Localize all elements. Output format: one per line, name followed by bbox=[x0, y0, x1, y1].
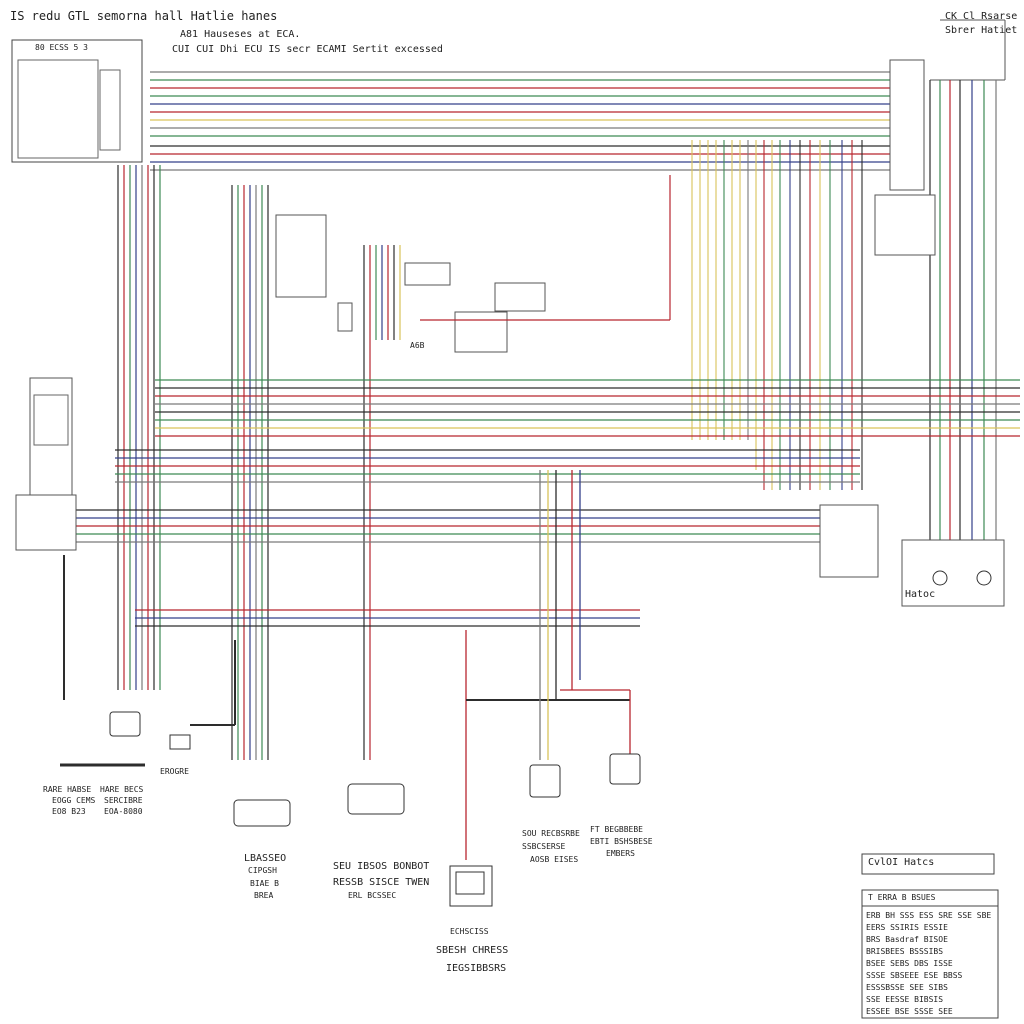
sensor8-line1: FT BEGBBEBE bbox=[590, 825, 643, 834]
connector-icon bbox=[901, 539, 1005, 607]
sensor6-line1: ECHSCISS bbox=[450, 927, 489, 936]
sensor8-line3: EMBERS bbox=[606, 849, 635, 858]
sensor-icon bbox=[449, 865, 493, 907]
ecu-module-icon bbox=[11, 39, 143, 163]
connector-icon bbox=[889, 59, 925, 191]
sensor-icon bbox=[609, 753, 641, 785]
sensor4-line3: BIAE B bbox=[250, 879, 279, 888]
connector-icon bbox=[819, 504, 879, 578]
sensor2-line2: SERCIBRE bbox=[104, 796, 143, 805]
legend-title: CvlOI Hatcs bbox=[868, 857, 935, 868]
legend-header: T ERRA B BSUES bbox=[868, 893, 936, 902]
left-box-caption: 80 ECSS 5 3 bbox=[35, 43, 88, 52]
sensor2-line3: EOA-8080 bbox=[104, 807, 143, 816]
sensor7-line3: AOSB EISES bbox=[530, 855, 579, 864]
subtitle-b: CUI CUI Dhi ECU IS secr ECAMI Sertit exc… bbox=[172, 44, 443, 55]
small-mid-label: A6B bbox=[410, 341, 425, 350]
page-title: IS redu GTL semorna hall Hatlie hanes bbox=[10, 9, 278, 23]
legend-row: BSEE SEBS DBS ISSE bbox=[866, 959, 953, 968]
sensor-icon bbox=[233, 799, 291, 827]
sensor6-line2: SBESH CHRESS bbox=[436, 945, 509, 956]
sensor-icon bbox=[169, 734, 191, 750]
sensor1-line1: RARE HABSE bbox=[43, 785, 92, 794]
gauge-icon bbox=[976, 570, 992, 586]
legend-row: ESSSBSSE SEE SIBS bbox=[866, 983, 948, 992]
sensor4-line1: LBASSEO bbox=[244, 853, 287, 864]
sensor1-line3: EO8 B23 bbox=[52, 807, 86, 816]
legend-row: BRISBEES BSSSIBS bbox=[866, 947, 944, 956]
gauge-icon bbox=[932, 570, 948, 586]
sensor4-line4: BREA bbox=[254, 891, 274, 900]
legend-row: ESSEE BSE SSSE SEE bbox=[866, 1007, 953, 1016]
corner-box-line2: Sbrer Hatiet bbox=[945, 25, 1018, 36]
sensor1-line2: EOGG CEMS bbox=[52, 796, 96, 805]
sensor7-line2: SSBCSERSE bbox=[522, 842, 566, 851]
sensor-icon bbox=[347, 783, 405, 815]
sensor6-line3: IEGSIBBSRS bbox=[446, 963, 507, 974]
subtitle-a: A81 Hauseses at ECA. bbox=[180, 29, 301, 40]
sensor3-caption: EROGRE bbox=[160, 767, 189, 776]
legend-row: SSSE SBSEEE ESE BBSS bbox=[866, 971, 963, 980]
sensor8-line2: EBTI BSHSBESE bbox=[590, 837, 653, 846]
sensor2-line1: HARE BECS bbox=[100, 785, 144, 794]
legend-row: BRS Basdraf BISOE bbox=[866, 935, 948, 944]
sensor7-line1: SOU RECBSRBE bbox=[522, 829, 580, 838]
corner-box-line1: CK Cl Rsarse bbox=[945, 11, 1018, 22]
sensor5-line3: ERL BCSSEC bbox=[348, 891, 397, 900]
legend-row: SSE EESSE BIBSIS bbox=[866, 995, 944, 1004]
sensor-icon bbox=[109, 711, 141, 737]
sensor-icon bbox=[529, 764, 561, 798]
sensor5-line1: SEU IBSOS BONBOT bbox=[333, 861, 430, 872]
ecu-module-icon bbox=[29, 377, 73, 499]
sensor5-line2: RESSB SISCE TWEN bbox=[333, 877, 430, 888]
sensor4-line2: CIPGSH bbox=[248, 866, 277, 875]
legend-row: EERS SSIRIS ESSIE bbox=[866, 923, 948, 932]
legend-row: ERB BH SSS ESS SRE SSE SBE bbox=[866, 911, 992, 920]
ecu-label: Hatoc bbox=[905, 589, 936, 600]
